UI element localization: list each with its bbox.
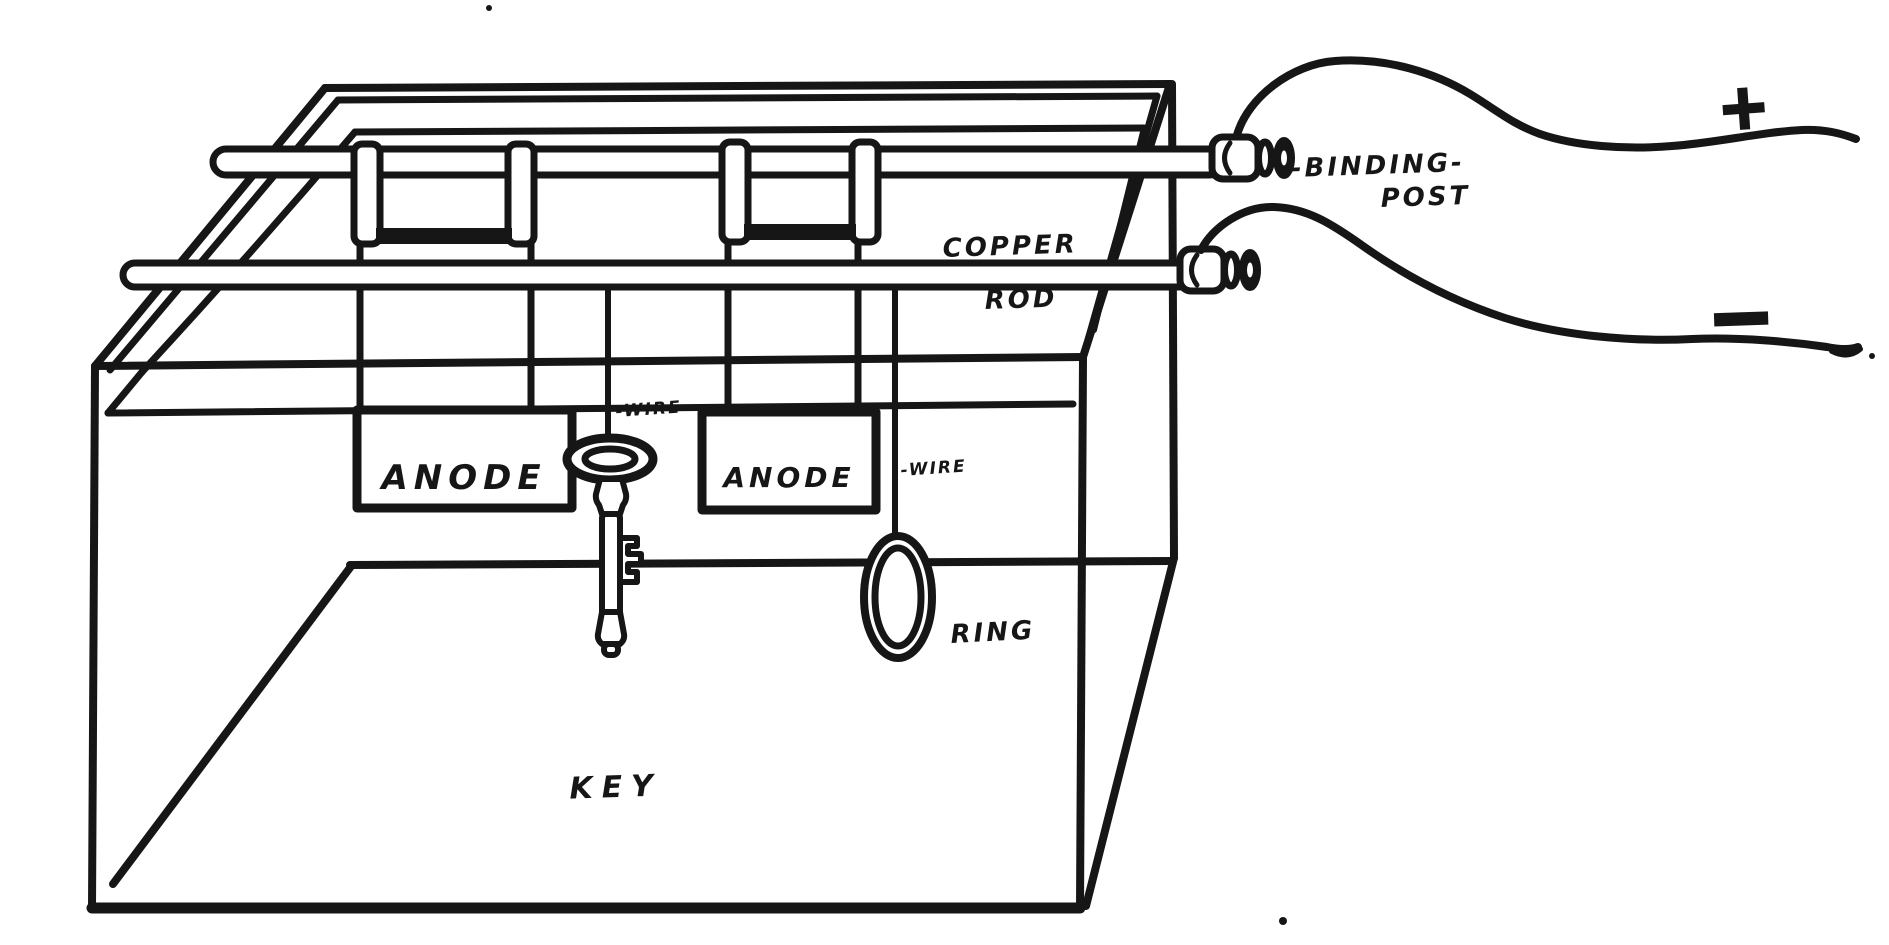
binding-post-top bbox=[1208, 133, 1295, 183]
binding-post-bottom bbox=[1176, 245, 1261, 295]
anode-hanger-straps bbox=[350, 138, 882, 248]
ring-label: RING bbox=[950, 616, 1036, 650]
anode-label-right: ANODE bbox=[721, 461, 854, 494]
binding-post-label-line2: POST bbox=[1380, 181, 1471, 214]
wire-label-key: -WIRE bbox=[615, 397, 682, 422]
copper-rod-label-line2: ROD bbox=[984, 283, 1058, 316]
anode-plate-right bbox=[697, 407, 881, 515]
negative-cable bbox=[1197, 202, 1862, 353]
binding-post-label-line1: -BINDING- bbox=[1290, 148, 1465, 184]
negative-cable-end-curl bbox=[1829, 346, 1863, 358]
ink-speck bbox=[1869, 353, 1875, 359]
plus-sign: + bbox=[1715, 68, 1772, 144]
ink-speck bbox=[1279, 917, 1287, 925]
positive-cable bbox=[1233, 56, 1860, 152]
copper-rod-bottom bbox=[119, 259, 1195, 291]
ink-speck bbox=[486, 5, 492, 11]
key-label: KEY bbox=[569, 768, 663, 806]
ring-figure bbox=[860, 532, 936, 662]
copper-rod-label-line1: COPPER bbox=[942, 229, 1078, 264]
minus-sign: − bbox=[1706, 269, 1776, 364]
wire-label-ring: -WIRE bbox=[900, 456, 967, 481]
anode-label-left: ANODE bbox=[378, 458, 546, 498]
key-figure bbox=[562, 433, 658, 658]
